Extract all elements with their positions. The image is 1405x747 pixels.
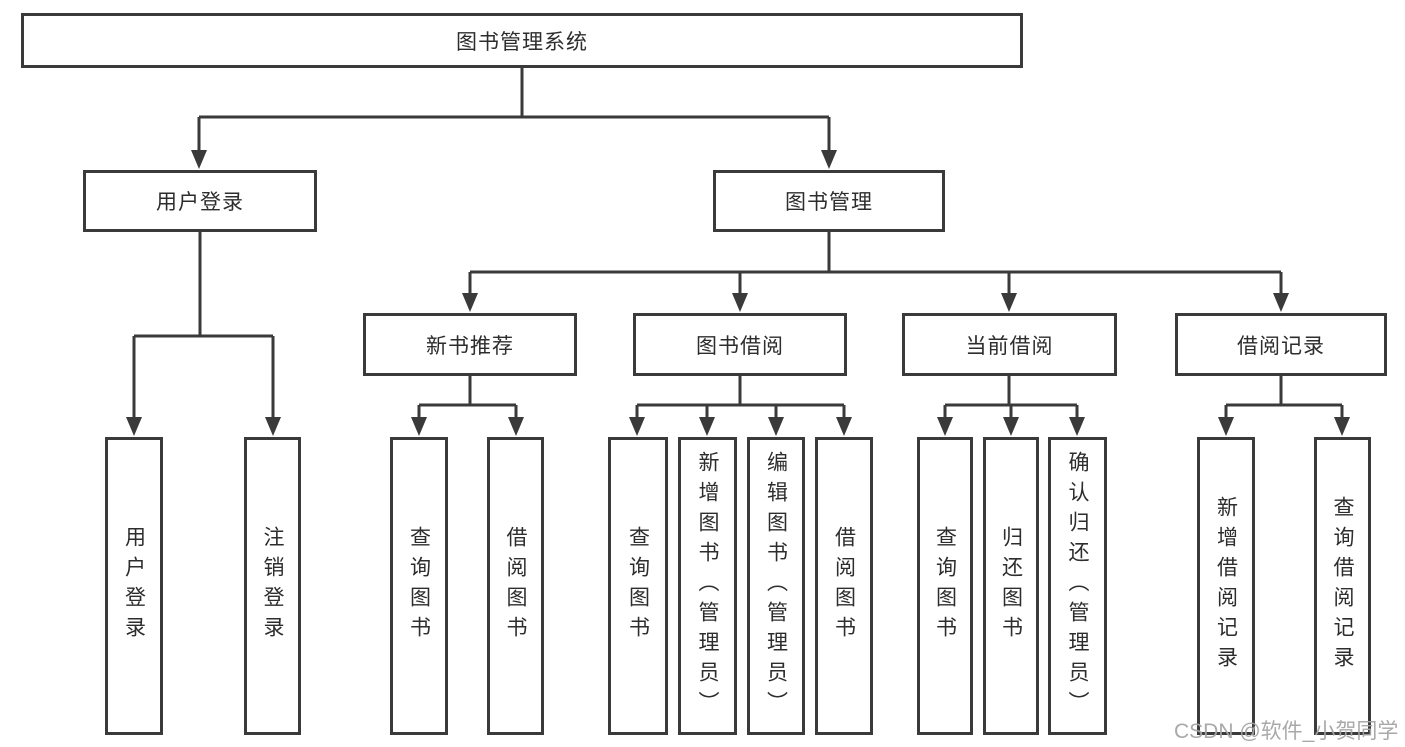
leaf-logout-label: 注销登录 bbox=[261, 526, 284, 646]
leaf-query-borrow-record-label: 查询借阅记录 bbox=[1331, 496, 1354, 676]
leaf-return-books: 归还图书 bbox=[983, 437, 1039, 735]
leaf-user-login: 用户登录 bbox=[105, 437, 163, 735]
node-book-management: 图书管理 bbox=[713, 170, 945, 232]
node-root: 图书管理系统 bbox=[21, 13, 1023, 68]
node-current-borrowing-label: 当前借阅 bbox=[965, 334, 1054, 358]
node-user-login-label: 用户登录 bbox=[156, 191, 244, 214]
node-book-borrowing-label: 图书借阅 bbox=[696, 334, 784, 358]
leaf-add-books-admin-label: 新增图书（管理员） bbox=[696, 451, 719, 721]
leaf-query-borrow-record: 查询借阅记录 bbox=[1314, 437, 1371, 735]
leaf-borrowing-borrow-books: 借阅图书 bbox=[815, 437, 873, 735]
node-new-book-recommend: 新书推荐 bbox=[363, 313, 577, 376]
node-book-borrowing: 图书借阅 bbox=[633, 313, 847, 376]
leaf-recommend-borrow-books: 借阅图书 bbox=[487, 437, 544, 735]
node-borrow-records: 借阅记录 bbox=[1175, 313, 1387, 376]
leaf-recommend-borrow-books-label: 借阅图书 bbox=[504, 526, 527, 646]
node-root-label: 图书管理系统 bbox=[456, 30, 588, 54]
node-borrow-records-label: 借阅记录 bbox=[1237, 334, 1325, 358]
node-user-login: 用户登录 bbox=[83, 170, 317, 232]
leaf-user-login-label: 用户登录 bbox=[122, 526, 146, 646]
leaf-edit-books-admin-label: 编辑图书（管理员） bbox=[764, 451, 788, 721]
csdn-watermark: CSDN @软件_小贺同学 bbox=[1174, 720, 1399, 743]
leaf-borrowing-borrow-books-label: 借阅图书 bbox=[832, 526, 856, 646]
leaf-confirm-return-admin: 确认归还（管理员） bbox=[1048, 437, 1107, 735]
leaf-add-borrow-record: 新增借阅记录 bbox=[1197, 437, 1255, 735]
node-new-book-recommend-label: 新书推荐 bbox=[426, 334, 514, 358]
arrowhead-icons bbox=[126, 150, 1350, 436]
leaf-borrowing-query-books-label: 查询图书 bbox=[626, 526, 650, 646]
leaf-confirm-return-admin-label: 确认归还（管理员） bbox=[1066, 451, 1089, 721]
leaf-add-books-admin: 新增图书（管理员） bbox=[678, 437, 737, 735]
leaf-add-borrow-record-label: 新增借阅记录 bbox=[1214, 496, 1238, 676]
leaf-recommend-query-books-label: 查询图书 bbox=[407, 526, 431, 646]
node-current-borrowing: 当前借阅 bbox=[902, 313, 1117, 376]
leaf-recommend-query-books: 查询图书 bbox=[390, 437, 448, 735]
leaf-current-query-books-label: 查询图书 bbox=[933, 526, 957, 646]
leaf-return-books-label: 归还图书 bbox=[999, 526, 1023, 646]
node-book-management-label: 图书管理 bbox=[785, 191, 873, 214]
leaf-borrowing-query-books: 查询图书 bbox=[608, 437, 668, 735]
leaf-edit-books-admin: 编辑图书（管理员） bbox=[747, 437, 805, 735]
leaf-current-query-books: 查询图书 bbox=[917, 437, 973, 735]
leaf-logout: 注销登录 bbox=[244, 437, 301, 735]
